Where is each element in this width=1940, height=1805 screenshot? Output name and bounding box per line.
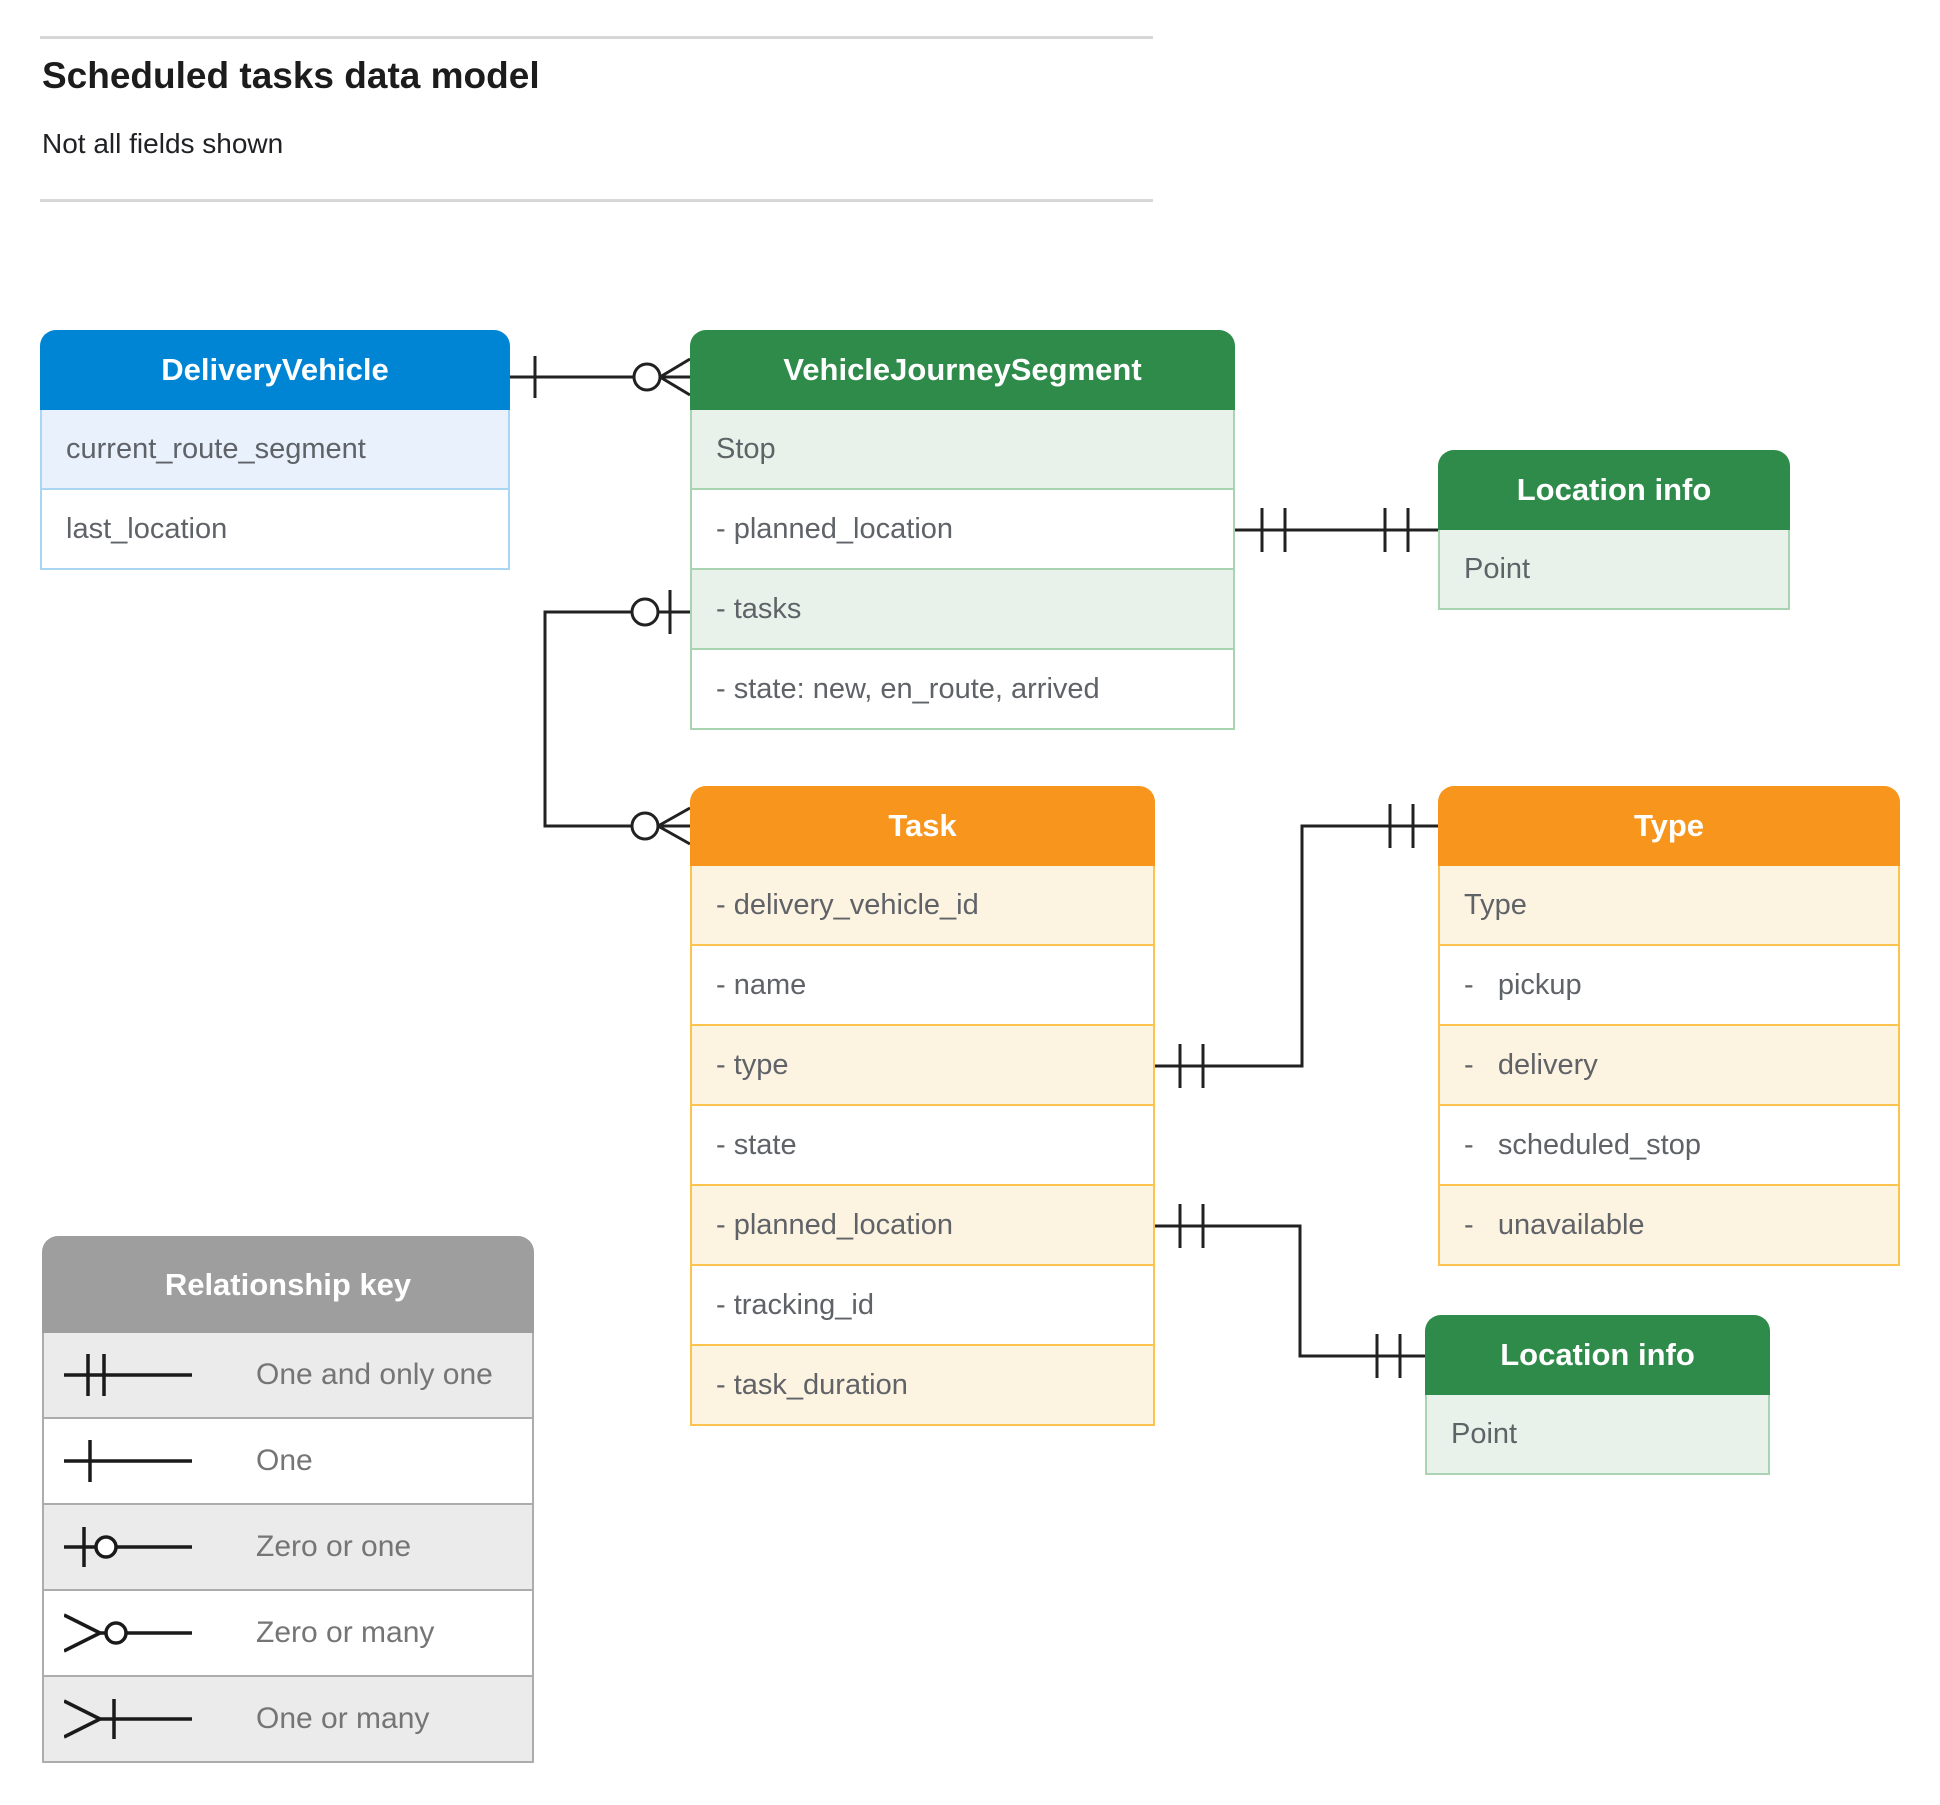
row-label: - task_duration — [716, 1368, 908, 1401]
legend-title: Relationship key — [42, 1236, 534, 1333]
entity-row: - scheduled_stop — [1440, 1104, 1898, 1184]
legend-label: One or many — [256, 1702, 430, 1735]
legend-item: One and only one — [44, 1333, 532, 1417]
row-label: - unavailable — [1464, 1208, 1645, 1241]
entity-row: - task_duration — [692, 1344, 1153, 1424]
legend-label: One and only one — [256, 1358, 493, 1391]
connector-tasks-task — [543, 590, 691, 846]
row-label: - delivery_vehicle_id — [716, 888, 979, 921]
one-or-many-symbol — [64, 1699, 192, 1739]
legend-item: One — [44, 1417, 532, 1503]
row-label: current_route_segment — [66, 432, 366, 465]
connector-deliveryvehicle-vehiclejourneysegment — [510, 356, 691, 398]
entity-title: Location info — [1438, 450, 1790, 530]
row-label: - name — [716, 968, 807, 1001]
entity-title: Task — [690, 786, 1155, 866]
row-label: Stop — [716, 432, 776, 465]
entity-row: - name — [692, 944, 1153, 1024]
zero-or-many-symbol — [64, 1613, 192, 1653]
page-title: Scheduled tasks data model — [42, 55, 540, 96]
row-label: Point — [1451, 1417, 1518, 1450]
entity-title: Type — [1438, 786, 1900, 866]
page-subtitle: Not all fields shown — [42, 128, 284, 159]
top-divider — [40, 36, 1153, 39]
relationship-key: Relationship key One and only one One — [42, 1236, 534, 1763]
legend-label: One — [256, 1444, 313, 1477]
entity-rows: Point — [1425, 1395, 1770, 1475]
entity-row: - planned_location — [692, 488, 1233, 568]
entity-row: - unavailable — [1440, 1184, 1898, 1264]
entity-location-info-top: Location info Point — [1438, 450, 1790, 610]
row-label: - type — [716, 1048, 789, 1081]
entity-rows: - delivery_vehicle_id - name - type - st… — [690, 866, 1155, 1426]
entity-row: - tasks — [692, 568, 1233, 648]
legend-label: Zero or many — [256, 1616, 435, 1649]
connector-plannedlocation-locationinfo-bottom — [1155, 1204, 1425, 1378]
entity-vehicle-journey-segment: VehicleJourneySegment Stop - planned_loc… — [690, 330, 1235, 730]
entity-task: Task - delivery_vehicle_id - name - type… — [690, 786, 1155, 1426]
row-label: Point — [1464, 552, 1531, 585]
subtitle-divider — [40, 199, 1153, 202]
row-label: - planned_location — [716, 512, 954, 545]
entity-row: - type — [692, 1024, 1153, 1104]
row-label: Type — [1464, 888, 1527, 921]
entity-title: DeliveryVehicle — [40, 330, 510, 410]
entity-row: - state — [692, 1104, 1153, 1184]
entity-row: - tracking_id — [692, 1264, 1153, 1344]
legend-label: Zero or one — [256, 1530, 412, 1563]
row-label: last_location — [66, 512, 228, 545]
entity-row: - pickup — [1440, 944, 1898, 1024]
row-label: - pickup — [1464, 968, 1582, 1001]
legend-item: Zero or one — [44, 1503, 532, 1589]
row-label: - delivery — [1464, 1048, 1598, 1081]
entity-rows: Stop - planned_location - tasks - state:… — [690, 410, 1235, 730]
one-and-only-one-symbol — [64, 1354, 192, 1396]
row-label: - scheduled_stop — [1464, 1128, 1701, 1161]
connector-plannedlocation-locationinfo-top — [1235, 508, 1438, 552]
zero-or-many-symbol — [630, 811, 660, 841]
entity-row: Stop — [692, 410, 1233, 488]
entity-row: last_location — [42, 488, 508, 568]
row-label: - tasks — [716, 592, 802, 625]
entity-rows: Point — [1438, 530, 1790, 610]
row-label: - state — [716, 1128, 797, 1161]
entity-location-info-bottom: Location info Point — [1425, 1315, 1770, 1475]
legend-item: Zero or many — [44, 1589, 532, 1675]
entity-row: Type — [1440, 866, 1898, 944]
entity-title: VehicleJourneySegment — [690, 330, 1235, 410]
entity-row: Point — [1427, 1395, 1768, 1473]
entity-row: - planned_location — [692, 1184, 1153, 1264]
one-symbol — [64, 1440, 192, 1482]
entity-delivery-vehicle: DeliveryVehicle current_route_segment la… — [40, 330, 510, 570]
entity-row: - state: new, en_route, arrived — [692, 648, 1233, 728]
entity-rows: current_route_segment last_location — [40, 410, 510, 570]
legend-item: One or many — [44, 1675, 532, 1761]
entity-row: Point — [1440, 530, 1788, 608]
entity-row: - delivery_vehicle_id — [692, 866, 1153, 944]
zero-or-one-symbol — [64, 1527, 192, 1567]
entity-title: Location info — [1425, 1315, 1770, 1395]
entity-row: current_route_segment — [42, 410, 508, 488]
row-label: - tracking_id — [716, 1288, 874, 1321]
zero-or-one-symbol — [630, 597, 660, 627]
entity-type: Type Type - pickup - delivery - schedule… — [1438, 786, 1900, 1266]
entity-rows: Type - pickup - delivery - scheduled_sto… — [1438, 866, 1900, 1266]
entity-row: - delivery — [1440, 1024, 1898, 1104]
row-label: - state: new, en_route, arrived — [716, 672, 1100, 705]
legend-rows: One and only one One Zero or one — [42, 1333, 534, 1763]
row-label: - planned_location — [716, 1208, 954, 1241]
connector-type-typeenum — [1155, 804, 1438, 1088]
zero-or-many-symbol — [632, 362, 662, 392]
